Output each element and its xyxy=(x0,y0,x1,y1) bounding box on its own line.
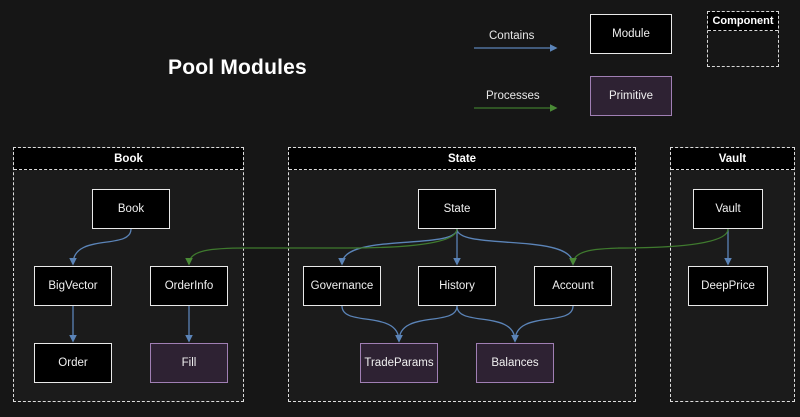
node-label: OrderInfo xyxy=(164,280,214,292)
container-state-title: State xyxy=(289,148,635,170)
node-label: BigVector xyxy=(48,280,98,292)
node-label: Fill xyxy=(181,357,197,369)
node-label: History xyxy=(439,280,475,292)
node-governance[interactable]: Governance xyxy=(303,266,381,306)
node-balances[interactable]: Balances xyxy=(476,343,554,383)
container-book-title: Book xyxy=(14,148,243,170)
legend-primitive-box: Primitive xyxy=(590,76,672,116)
node-label: Balances xyxy=(491,357,539,369)
node-book[interactable]: Book xyxy=(92,189,170,229)
node-label: TradeParams xyxy=(364,357,434,369)
node-tradeparams[interactable]: TradeParams xyxy=(360,343,438,383)
node-label: State xyxy=(443,203,471,215)
legend-processes-label: Processes xyxy=(486,90,540,102)
node-label: Order xyxy=(58,357,88,369)
legend-module-label: Module xyxy=(612,28,650,40)
node-vault[interactable]: Vault xyxy=(693,189,763,229)
legend-contains-label: Contains xyxy=(489,30,535,42)
page-title: Pool Modules xyxy=(168,56,307,79)
node-label: Book xyxy=(117,203,145,215)
node-fill[interactable]: Fill xyxy=(150,343,228,383)
node-order[interactable]: Order xyxy=(34,343,112,383)
legend-module-box: Module xyxy=(590,14,672,54)
node-account[interactable]: Account xyxy=(534,266,612,306)
node-bigvector[interactable]: BigVector xyxy=(34,266,112,306)
legend-primitive-label: Primitive xyxy=(608,90,654,102)
node-deepprice[interactable]: DeepPrice xyxy=(688,266,768,306)
node-state[interactable]: State xyxy=(418,189,496,229)
legend-component-label: Component xyxy=(708,12,778,31)
node-history[interactable]: History xyxy=(418,266,496,306)
container-vault-title: Vault xyxy=(671,148,794,170)
node-label: Vault xyxy=(715,203,741,215)
node-orderinfo[interactable]: OrderInfo xyxy=(150,266,228,306)
node-label: DeepPrice xyxy=(701,280,755,292)
legend-component-box: Component xyxy=(707,11,779,67)
node-label: Account xyxy=(552,280,594,292)
node-label: Governance xyxy=(310,280,374,292)
